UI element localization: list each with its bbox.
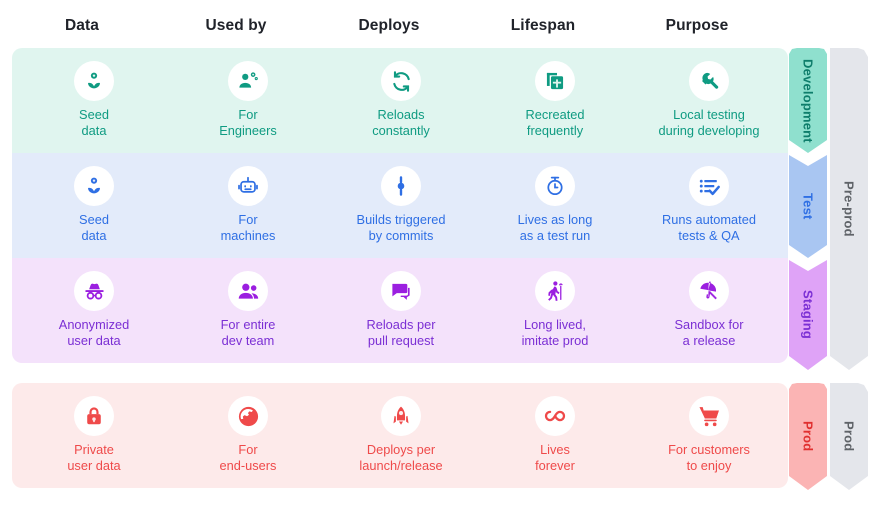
rocket-icon <box>381 396 421 436</box>
column-header-data: Data <box>65 17 99 34</box>
cell-test-purpose: Runs automated tests & QA <box>632 166 786 243</box>
environment-row-test: Seed data For machines <box>12 153 788 258</box>
cell-label: Private user data <box>67 442 121 473</box>
cell-label: Recreated frequently <box>525 107 585 138</box>
add-copy-icon <box>535 61 575 101</box>
globe-icon <box>228 396 268 436</box>
column-header-row: Data Used by Deploys Lifespan Purpose <box>0 0 788 48</box>
stopwatch-icon <box>535 166 575 206</box>
environment-row-prod: Private user data For end-users <box>12 383 788 488</box>
cell-label: Lives as long as a test run <box>517 212 593 243</box>
checklist-icon <box>689 166 729 206</box>
cell-label: Seed data <box>79 107 109 138</box>
cell-label: Builds triggered by commits <box>356 212 446 243</box>
engineer-icon <box>228 61 268 101</box>
cell-staging-lifespan: Long lived, imitate prod <box>478 271 632 348</box>
cell-prod-data: Private user data <box>17 396 171 473</box>
cell-label: For entire dev team <box>220 317 276 348</box>
cell-label: Sandbox for a release <box>674 317 744 348</box>
stage-banner-staging[interactable]: Staging <box>789 260 827 370</box>
seed-flower-icon <box>74 166 114 206</box>
infinity-icon <box>535 396 575 436</box>
cell-test-deploys: Builds triggered by commits <box>324 166 478 243</box>
incognito-icon <box>74 271 114 311</box>
cell-prod-deploys: Deploys per launch/release <box>324 396 478 473</box>
environment-row-development: Seed data For Engineers <box>12 48 788 153</box>
stage-banner-label: Prod <box>800 421 816 452</box>
cell-prod-purpose: For customers to enjoy <box>632 396 786 473</box>
cell-label: Deploys per launch/release <box>359 442 443 473</box>
column-header-deploys: Deploys <box>358 17 420 34</box>
cell-development-data: Seed data <box>17 61 171 138</box>
stage-banner-label: Test <box>800 193 816 220</box>
cell-label: Reloads constantly <box>372 107 430 138</box>
cell-development-deploys: Reloads constantly <box>324 61 478 138</box>
group-column-label: Pre-prod <box>841 181 857 237</box>
cell-development-lifespan: Recreated frequently <box>478 61 632 138</box>
cell-label: Reloads per pull request <box>366 317 436 348</box>
refresh-loop-icon <box>381 61 421 101</box>
lock-icon <box>74 396 114 436</box>
environment-row-staging: Anonymized user data For entire dev team <box>12 258 788 363</box>
stage-banner-label: Development <box>800 58 816 143</box>
cell-staging-used-by: For entire dev team <box>171 271 325 348</box>
cell-development-used-by: For Engineers <box>171 61 325 138</box>
stage-banner-test[interactable]: Test <box>789 155 827 258</box>
cell-staging-data: Anonymized user data <box>17 271 171 348</box>
group-column-pre-prod[interactable]: Pre-prod <box>830 48 868 370</box>
elderly-walking-icon <box>535 271 575 311</box>
stage-banner-prod[interactable]: Prod <box>789 383 827 490</box>
cell-label: Long lived, imitate prod <box>521 317 589 348</box>
cell-label: Lives forever <box>535 442 575 473</box>
stage-banner-label: Staging <box>800 290 816 340</box>
commit-icon <box>381 166 421 206</box>
cell-label: Anonymized user data <box>58 317 130 348</box>
shopping-cart-icon <box>689 396 729 436</box>
cell-test-lifespan: Lives as long as a test run <box>478 166 632 243</box>
cell-label: For machines <box>220 212 276 243</box>
comment-bubbles-icon <box>381 271 421 311</box>
robot-icon <box>228 166 268 206</box>
cell-label: Seed data <box>79 212 109 243</box>
cell-label: For customers to enjoy <box>668 442 750 473</box>
wrench-icon <box>689 61 729 101</box>
cell-test-data: Seed data <box>17 166 171 243</box>
cell-staging-deploys: Reloads per pull request <box>324 271 478 348</box>
cell-label: For Engineers <box>219 107 277 138</box>
cell-test-used-by: For machines <box>171 166 325 243</box>
cell-prod-used-by: For end-users <box>171 396 325 473</box>
cell-development-purpose: Local testing during developing <box>632 61 786 138</box>
column-header-purpose: Purpose <box>665 17 729 34</box>
cell-prod-lifespan: Lives forever <box>478 396 632 473</box>
people-group-icon <box>228 271 268 311</box>
stage-banner-development[interactable]: Development <box>789 48 827 153</box>
group-column-label: Prod <box>841 421 857 452</box>
seed-flower-icon <box>74 61 114 101</box>
cell-staging-purpose: Sandbox for a release <box>632 271 786 348</box>
cell-label: Local testing during developing <box>658 107 760 138</box>
beach-umbrella-icon <box>689 271 729 311</box>
cell-label: Runs automated tests & QA <box>662 212 756 243</box>
group-column-prod[interactable]: Prod <box>830 383 868 490</box>
cell-label: For end-users <box>219 442 277 473</box>
column-header-used-by: Used by <box>205 17 267 34</box>
column-header-lifespan: Lifespan <box>510 17 576 34</box>
